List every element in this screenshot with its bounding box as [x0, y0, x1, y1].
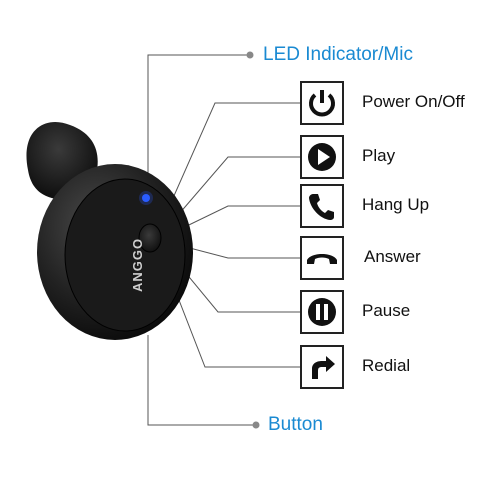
pause-icon: [300, 290, 344, 334]
led-light: [142, 194, 150, 202]
power-on-off-label: Power On/Off: [362, 92, 465, 111]
led-glow: [139, 191, 153, 205]
multi-function-button: [138, 223, 162, 253]
hang-up-icon: [300, 184, 344, 228]
play-icon: [300, 135, 344, 179]
power-icon: [300, 81, 344, 125]
led-leader-line: [147, 54, 255, 426]
redial-label: Redial: [362, 356, 411, 375]
answer-icon: [300, 236, 344, 280]
led-indicator-label: LED Indicator/Mic: [263, 44, 413, 65]
play-label: Play: [362, 146, 396, 165]
hang-up-label: Hang Up: [362, 195, 430, 214]
brand-logo: ANGGO: [130, 238, 145, 292]
answer-label: Answer: [364, 247, 421, 266]
button-leader-dot: [252, 421, 260, 429]
earbud-illustration: ANGGO: [26, 122, 193, 340]
button-label: Button: [268, 414, 323, 435]
pause-label: Pause: [362, 301, 411, 320]
earbud-face: [64, 178, 186, 332]
led-leader-dot: [246, 51, 254, 59]
redial-icon: [300, 345, 344, 389]
